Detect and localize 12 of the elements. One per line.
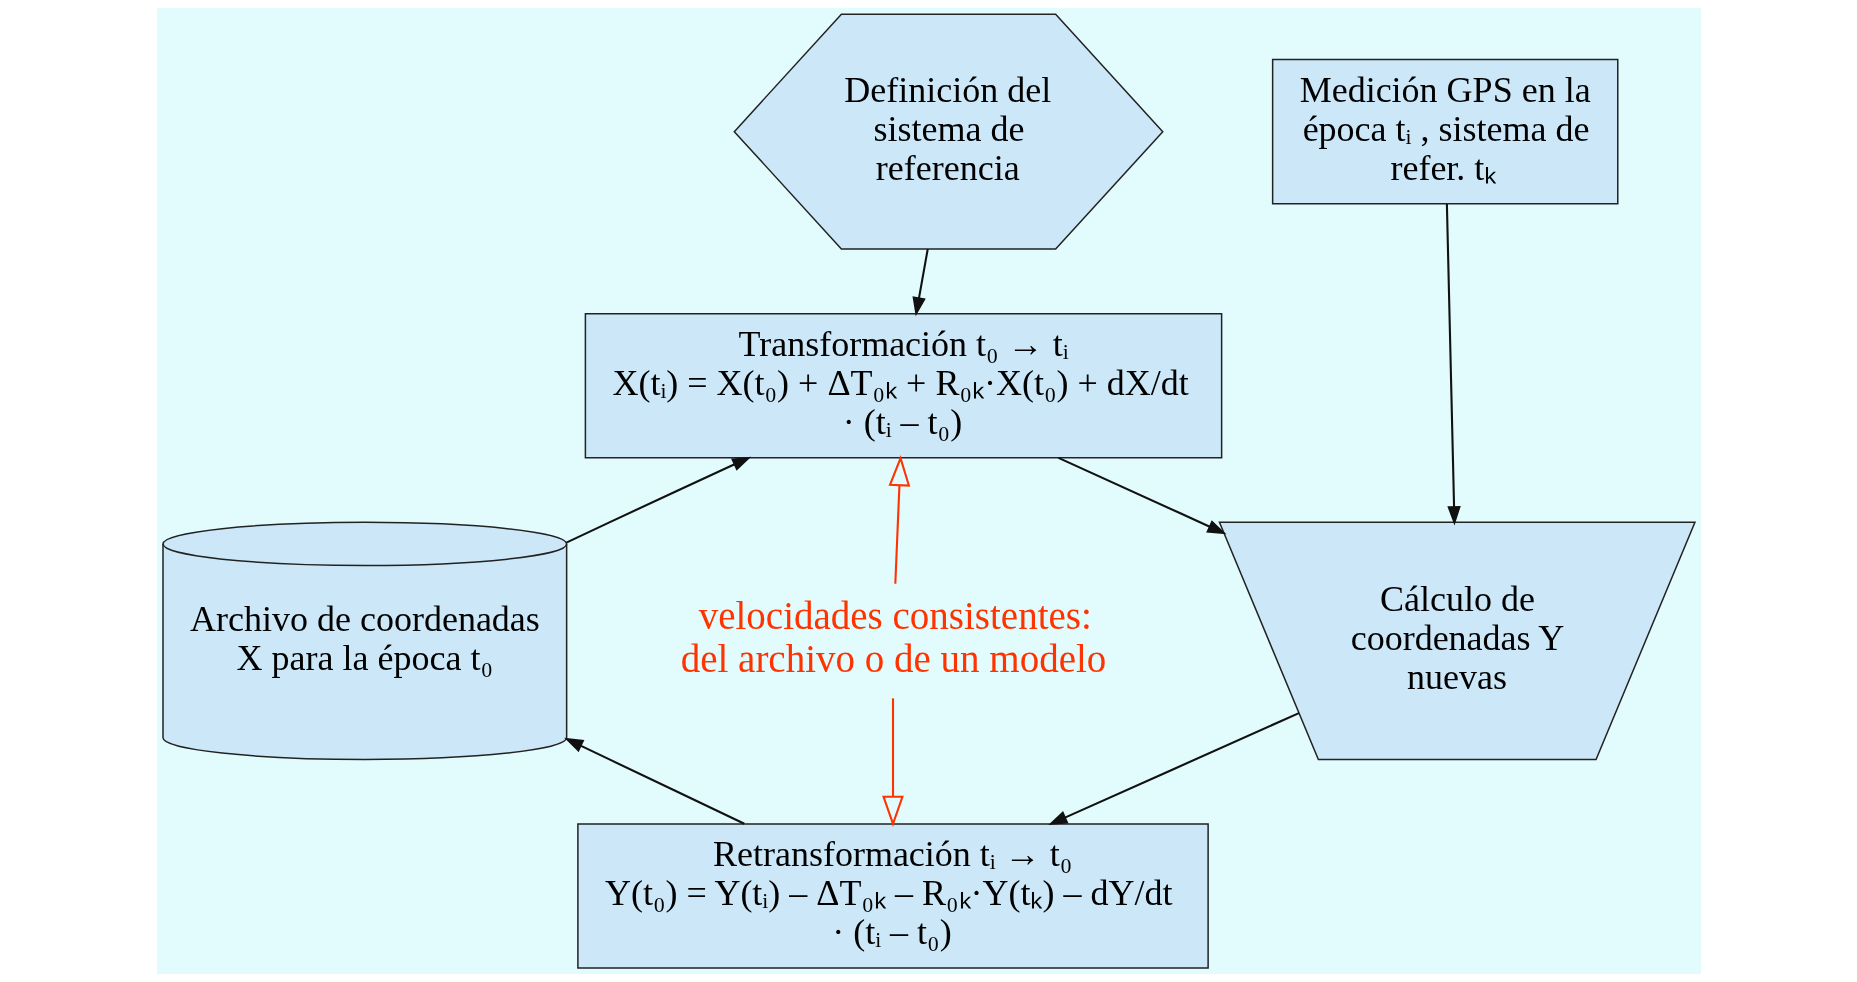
arrow	[1057, 456, 1226, 535]
arrow	[563, 737, 745, 825]
arrow	[911, 248, 929, 317]
node-box: Transformación t₀ → tᵢ X(tᵢ) = X(t₀) + ΔT₀ₖ + R₀ₖ·X(t₀) + dX/dt · (tᵢ – t₀)	[584, 313, 1222, 459]
arrow	[1047, 712, 1299, 826]
node-box: Retransformación tᵢ → t₀ Y(t₀) = Y(tᵢ) – ΔT₀ₖ – R₀ₖ·Y(tₖ) – dY/dt · (tᵢ – t₀)	[576, 823, 1209, 969]
node-text: velocidades consistentes: del archivo o de un modelo	[680, 593, 1106, 681]
arrow	[881, 698, 904, 827]
node-box: Medición GPS en la época tᵢ , sistema de refer. tₖ	[1271, 58, 1618, 205]
arrow	[887, 455, 910, 584]
arrow	[1445, 204, 1461, 526]
arrow	[565, 456, 751, 544]
